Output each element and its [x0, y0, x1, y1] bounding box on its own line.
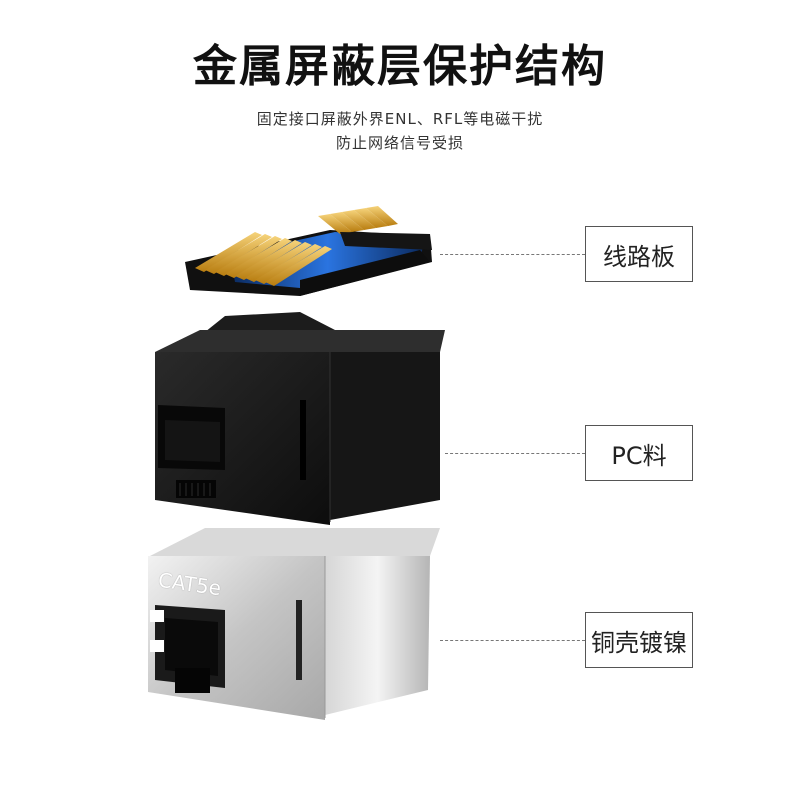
page-title: 金属屏蔽层保护结构	[193, 41, 607, 92]
subtitle-line-1: 固定接口屏蔽外界ENL、RFL等电磁干扰	[256, 110, 544, 128]
label-copper-shell: 铜壳镀镍	[585, 612, 693, 668]
label-pc-material: PC料	[585, 425, 693, 481]
subtitle-line-2: 防止网络信号受损	[335, 134, 464, 152]
dash-connector-pc	[445, 453, 585, 454]
label-circuit-board: 线路板	[585, 226, 693, 282]
metal-shell	[148, 528, 440, 720]
dash-connector-board	[440, 254, 585, 255]
dash-connector-shell	[440, 640, 585, 641]
pc-housing	[155, 312, 445, 525]
circuit-board	[185, 206, 432, 296]
